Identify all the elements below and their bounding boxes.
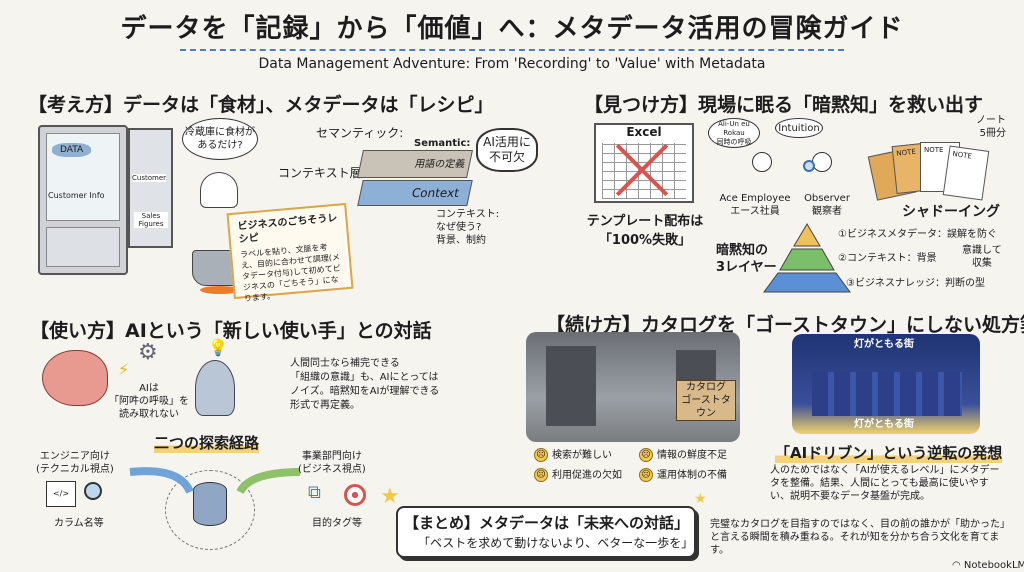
layer-3: ③ビジネスナレッジ：判断の型 [846, 278, 985, 289]
context-layer: Context [357, 180, 473, 206]
semantic-label: セマンティック: [316, 126, 404, 140]
excel-sheet-icon: Excel [594, 123, 694, 203]
target-icon [344, 484, 366, 506]
brand-logo: ◠ NotebookLM [952, 560, 1024, 571]
lightning-icon: ⚡ [118, 360, 130, 379]
recipe-card: ビジネスのごちそうレシピ ラベルを貼り、文脈を考え、目的に合わせて調理(メタデー… [226, 202, 354, 303]
section-thinking-heading: 【考え方】データは「食材」、メタデータは「レシピ」 [28, 94, 494, 116]
layer-label: 用語の定義 [413, 159, 467, 170]
fridge-door: Customer Sales Figures [128, 128, 173, 248]
pyramid-diagram [763, 223, 851, 293]
thought-jp: 同時の呼吸 [716, 137, 752, 146]
ghost-town-illustration: カタログ ゴーストタウン [526, 332, 740, 442]
layer-1: ①ビジネスメタデータ：誤解を防ぐ [838, 229, 997, 240]
summary-heading: 【まとめ】メタデータは「未来への対話」 [404, 514, 690, 532]
star-icon: ★ [380, 484, 400, 509]
fridge-label: Customer [132, 174, 167, 182]
column-name-label: カラム名等 [54, 518, 104, 529]
ai-driven-heading: 「AIドリブン」という逆転の発想 [775, 442, 1003, 463]
thought-en: Ali-Un eu Rokau [718, 119, 750, 137]
problem-item: ☹運用体制の不備 [639, 468, 759, 482]
robot-head-icon [195, 360, 235, 416]
brain-icon [42, 350, 108, 406]
database-network [165, 470, 255, 550]
ai-cloud: AI活用に不可欠 [476, 128, 538, 172]
section-continue-heading: 【続け方】カタログを「ゴーストタウン」にしない処方箋 [546, 314, 1024, 336]
usage-body: 人間同士なら補完できる 「組織の意識」も、AIにとっては ノイズ。暗黙知をAIが… [290, 358, 440, 411]
fridge-icon: DATA Customer Info [38, 125, 128, 275]
section-usage-heading: 【使い方】AIという「新しい使い手」との対話 [30, 320, 432, 342]
flowchart-icon: ⧉ [308, 482, 321, 503]
collect-note: 意識して 収集 [962, 245, 1002, 269]
fish-icon: DATA [52, 143, 92, 157]
context-layer-label: コンテキスト層 [278, 166, 362, 180]
code-window-icon: </> [46, 481, 76, 507]
notebooks-icon: NOTE NOTE NOTE [867, 142, 990, 201]
summary-quote: 「ベストを求めて動けないより、ベターな一歩を」 [418, 536, 694, 550]
sad-face-icon: ☹ [534, 468, 548, 482]
excel-label: Excel [626, 125, 662, 139]
route-arrows [129, 467, 301, 495]
chef-hat-icon [200, 172, 238, 208]
problem-item: ☹情報の鮮度不足 [639, 448, 759, 462]
semantic-en-label: Semantic: [414, 138, 471, 149]
recipe-body: ラベルを貼り、文脈を考え、目的に合わせて調理(メタデータ付与)して初めてビジネス… [239, 242, 341, 304]
city-label-bottom: 灯がともる街 [854, 419, 914, 430]
fridge-label: Customer Info [48, 191, 105, 200]
problem-item: ☹検索が難しい [534, 448, 639, 462]
star-icon: ★ [694, 491, 707, 507]
excel-caption: テンプレート配布は「100%失敗」 [586, 214, 704, 248]
pyramid-label: 暗黙知の 3レイヤー [716, 243, 777, 275]
ace-employee-icon [752, 152, 772, 172]
ai-caption: AIは 「阿吽の呼吸」を 読み取れない [109, 383, 189, 420]
problem-item: ☹利用促進の欠如 [534, 468, 639, 482]
sad-face-icon: ☹ [639, 468, 653, 482]
business-label: 事業部門向け (ビジネス視点) [298, 451, 366, 475]
layer-2: ②コンテキスト：背景 [838, 253, 937, 264]
page-title: データを「記録」から「価値」へ：メタデータ活用の冒険ガイド [120, 14, 904, 44]
notes-count: ノート 5冊分 [976, 115, 1006, 139]
problem-list: ☹検索が難しい ☹情報の鮮度不足 ☹利用促進の欠如 ☹運用体制の不備 [534, 448, 764, 482]
fridge-label: Sales Figures [134, 212, 168, 228]
sad-face-icon: ☹ [534, 448, 548, 462]
ai-driven-body: 人のためではなく「AIが使えるレベル」にメタデータを整備。結果、人間にとっても最… [770, 465, 1000, 502]
city-label-top: 灯がともる街 [854, 339, 914, 350]
title-divider [180, 49, 844, 51]
lightbulb-icon: 💡 [208, 338, 228, 357]
shadowing-label: シャドーイング [902, 204, 1000, 220]
purpose-tag-label: 目的タグ等 [312, 518, 362, 529]
context-note: コンテキスト: なぜ使う? 背景、制約 [436, 209, 500, 246]
subtitle: Data Management Adventure: From 'Recordi… [258, 56, 766, 72]
engineer-label: エンジニア向け (テクニカル視点) [36, 451, 114, 475]
semantic-layer: 用語の定義 [357, 150, 473, 178]
observer-icon [812, 152, 832, 172]
summary-box: 【まとめ】メタデータは「未来への対話」 「ベストを求めて動けないより、ベターな一… [396, 506, 696, 558]
magnifier-icon [803, 160, 815, 172]
fire-icon [200, 286, 240, 294]
summary-body: 完璧なカタログを目指すのではなく、目の前の誰かが「助かった」と言える瞬間を積み重… [710, 519, 1010, 556]
section-finding-heading: 【見つけ方】現場に眠る「暗黙知」を救い出す [584, 94, 984, 116]
gear-icon: ⚙ [138, 340, 158, 365]
speech-bubble: 冷蔵庫に食材があるだけ? [182, 118, 258, 160]
ghost-town-sign: カタログ ゴーストタウン [676, 380, 736, 421]
lit-city-illustration: 灯がともる街 灯がともる街 [792, 334, 980, 434]
sad-face-icon: ☹ [639, 448, 653, 462]
routes-heading: 二つの探索経路 [154, 432, 260, 453]
magnifier-icon [84, 482, 102, 500]
intuition-bubble: Intuition [775, 118, 823, 138]
layer-label: Context [410, 186, 461, 200]
